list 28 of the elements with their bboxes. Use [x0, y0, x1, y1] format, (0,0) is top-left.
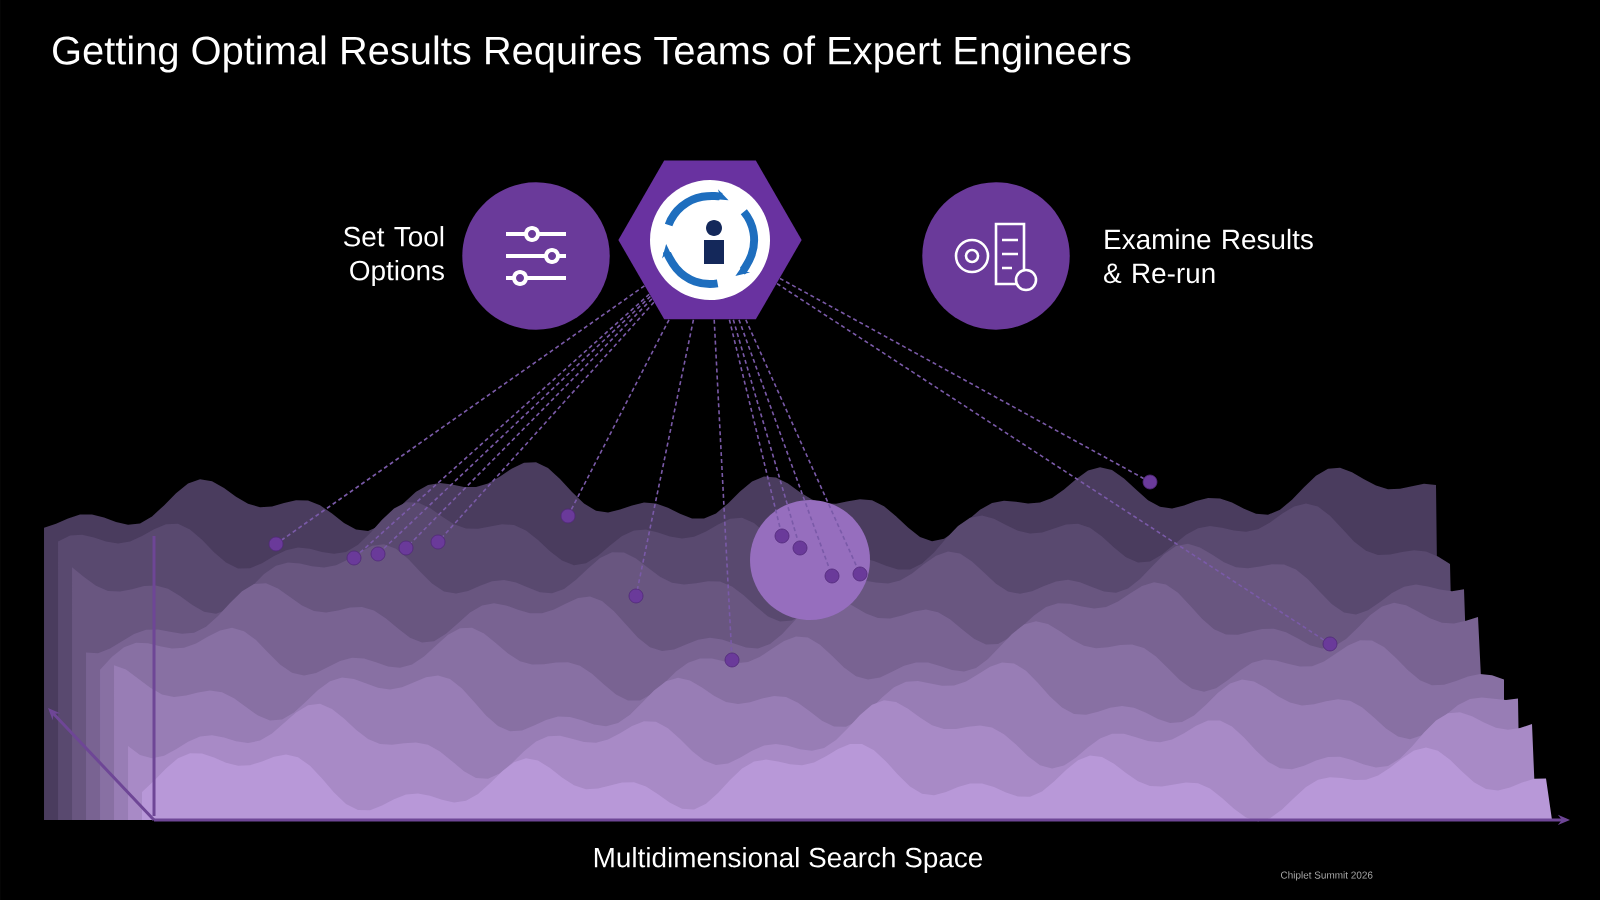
sample-dot	[370, 546, 386, 562]
sample-dot	[792, 540, 808, 556]
sample-dot	[774, 528, 790, 544]
node-label: Examine Results & Re-run	[1104, 228, 1313, 284]
sample-dot	[346, 550, 362, 566]
dashed-line	[776, 282, 1325, 641]
node-label: Set Tool Options	[343, 226, 444, 286]
sample-dot	[398, 540, 414, 556]
dashed-line	[442, 301, 655, 538]
dashed-line	[745, 318, 858, 569]
title: Getting Optimal Results Requires Teams of Expert Engineers	[53, 35, 1131, 73]
axis-label: Multidimensional Search Space	[594, 846, 983, 873]
dashed-line	[713, 318, 733, 654]
sample-dot	[724, 652, 740, 668]
dashed-line	[636, 318, 695, 590]
dashed-line	[738, 318, 831, 570]
sample-dot	[430, 534, 446, 550]
sample-dot	[1322, 636, 1338, 652]
dashed-line	[732, 318, 799, 542]
sample-dot	[560, 508, 576, 524]
sample-dot	[268, 536, 284, 552]
dashed-line	[281, 285, 646, 541]
sample-dot	[628, 588, 644, 604]
dashed-line	[779, 277, 1145, 480]
sample-dot	[852, 566, 868, 582]
dashed-line	[728, 318, 782, 530]
sample-dot	[1142, 474, 1158, 490]
sample-dot	[824, 568, 840, 584]
